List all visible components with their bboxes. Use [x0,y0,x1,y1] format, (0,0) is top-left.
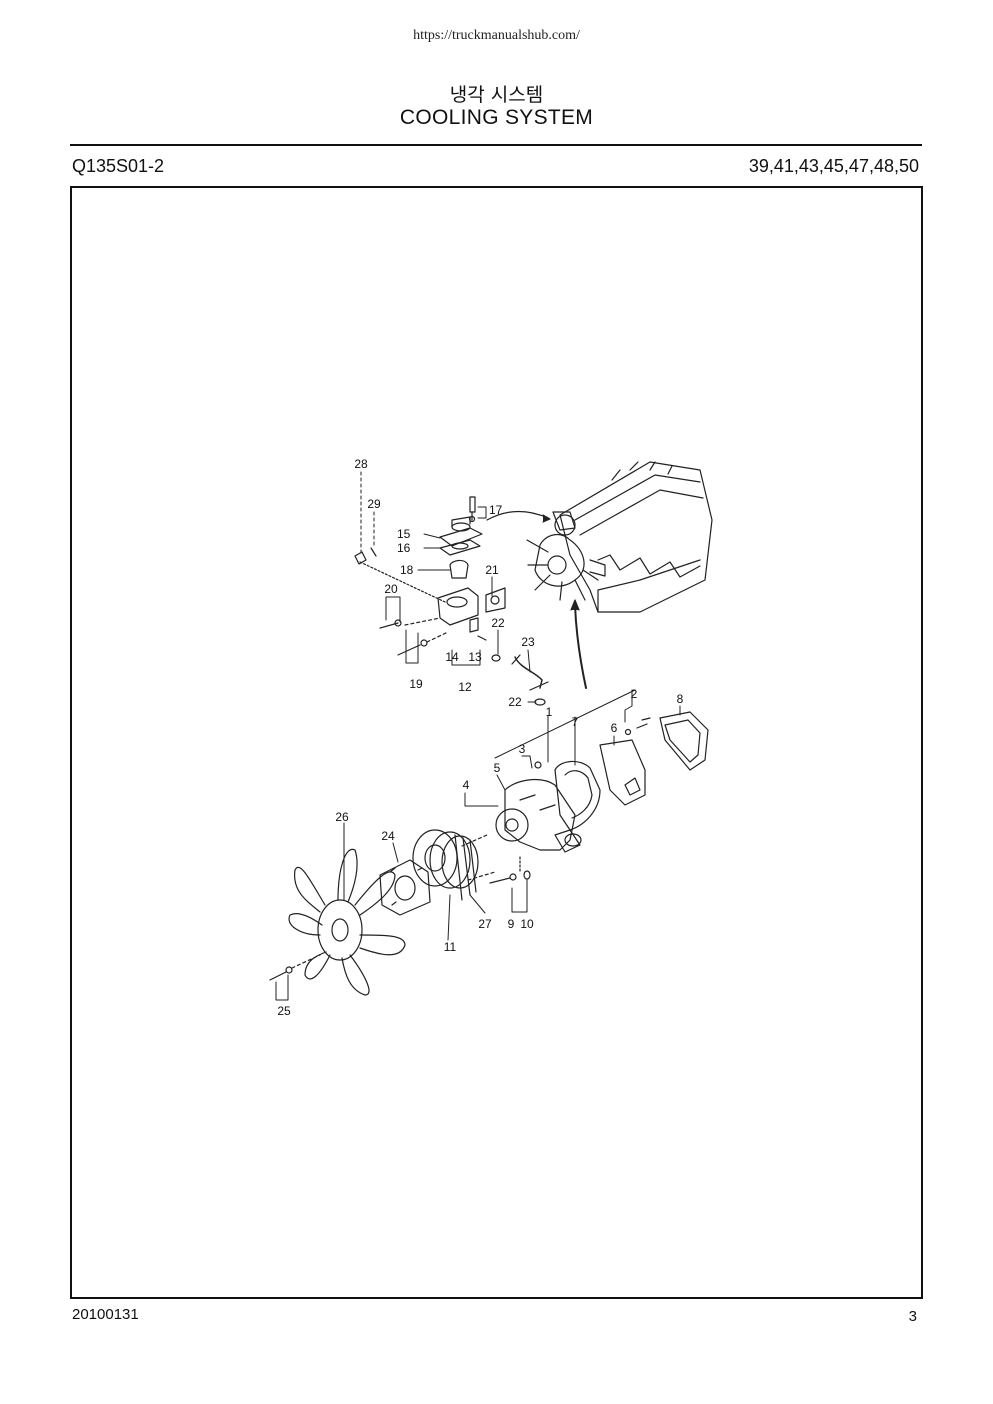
callout-23: 23 [521,635,535,649]
engine-block-illustration [526,461,713,613]
callout-1: 1 [546,705,553,719]
callout-leaders [275,471,681,1001]
arrow-to-engine-bottom [574,604,587,689]
callout-17: 17 [489,503,503,517]
page-number: 3 [908,1308,917,1325]
source-url[interactable]: https://truckmanualshub.com/ [413,28,580,43]
callout-3: 3 [519,742,526,756]
callout-10: 10 [520,917,534,931]
callout-13: 13 [468,650,482,664]
callout-12: 12 [458,680,472,694]
callout-numbers: 28 29 17 15 16 18 21 20 22 23 14 13 19 1… [277,457,683,1018]
revision-date: 20100131 [72,1306,139,1323]
callout-8: 8 [677,692,684,706]
callout-18: 18 [400,563,414,577]
callout-29: 29 [367,497,381,511]
fan-spacer [379,859,431,916]
callout-16: 16 [397,541,411,555]
model-list: 39,41,43,45,47,48,50 [748,156,919,176]
page-title-english: COOLING SYSTEM [399,106,594,129]
arrow-to-engine-top [486,510,549,521]
callout-14: 14 [445,650,459,664]
water-pump-group [489,711,709,884]
callout-9: 9 [508,917,515,931]
thermostat-housing-group [354,496,506,662]
callout-25: 25 [277,1004,291,1018]
callout-15: 15 [397,527,411,541]
callout-24: 24 [381,829,395,843]
callout-6: 6 [611,721,618,735]
callout-22-lower: 22 [508,695,522,709]
header-rule [70,144,922,146]
group-code: Q135S01-2 [72,156,165,176]
callout-7: 7 [572,715,579,729]
diagram-frame [70,186,923,1299]
callout-11: 11 [444,940,457,954]
callout-19: 19 [409,677,423,691]
callout-26: 26 [335,810,349,824]
callout-2: 2 [631,687,638,701]
page-title-korean: 냉각 시스템 [449,84,544,106]
callout-5: 5 [494,761,501,775]
callout-21: 21 [485,563,499,577]
callout-20: 20 [384,582,398,596]
callout-22-upper: 22 [491,616,505,630]
cooling-fan [288,848,406,996]
pulley-and-belt [412,829,496,901]
bypass-hose [514,656,543,689]
callout-27: 27 [478,917,492,931]
callout-4: 4 [463,778,470,792]
callout-28: 28 [354,457,368,471]
